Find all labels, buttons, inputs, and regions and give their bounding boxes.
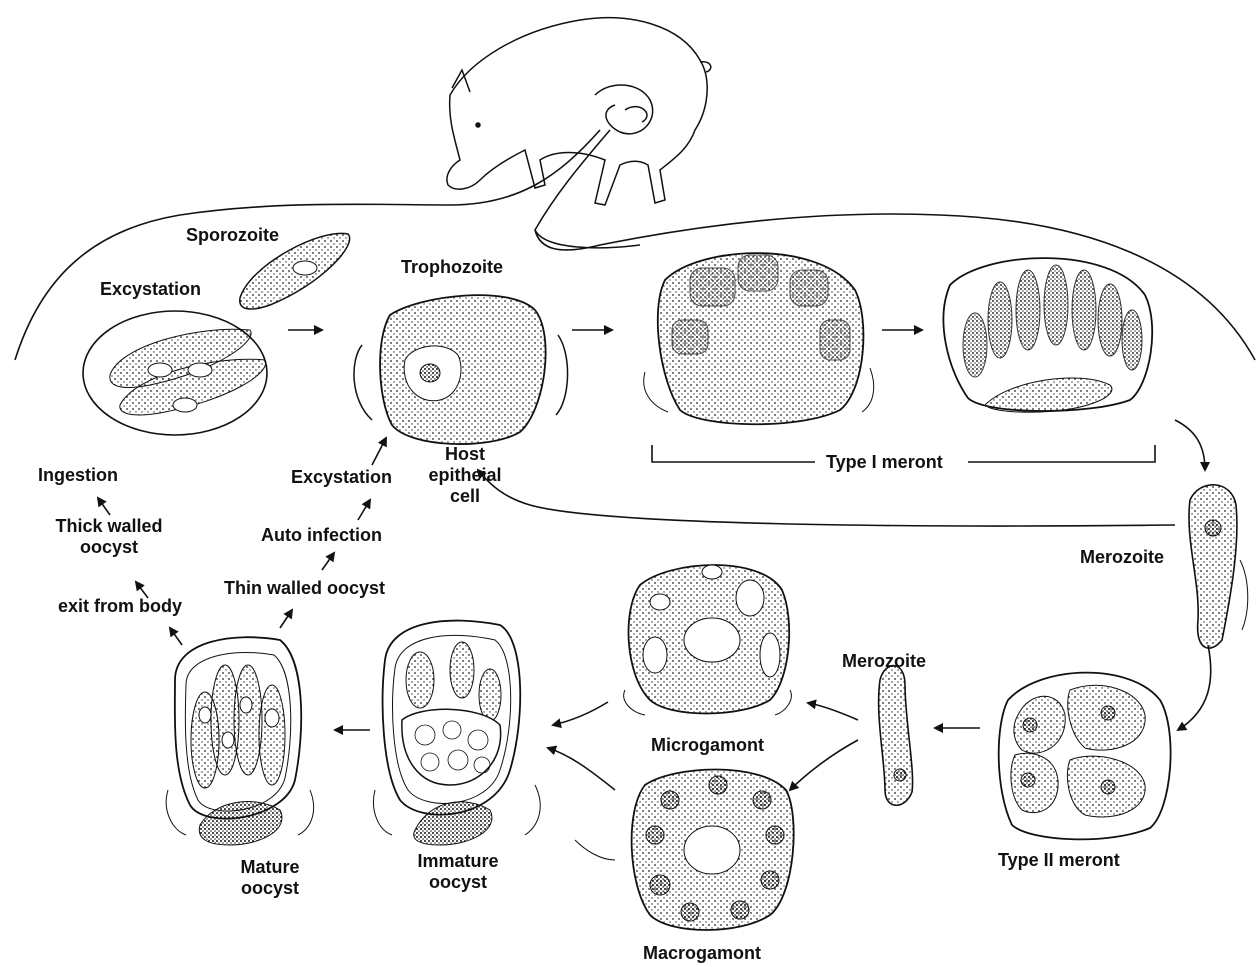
label-exit-from-body: exit from body: [58, 596, 182, 617]
label-merozoite-right: Merozoite: [1080, 547, 1164, 568]
mature-oocyst-illustration: [166, 637, 313, 845]
label-auto-infection: Auto infection: [261, 525, 382, 546]
arrow-merozoite-to-microgamont: [808, 703, 858, 720]
arrow-meront-to-merozoite: [1175, 420, 1205, 470]
merozoite-right-illustration: [1189, 485, 1248, 648]
arrow-microgamont-to-oocyst: [553, 702, 608, 725]
label-mature-oocyst: Mature oocyst: [220, 857, 320, 899]
label-sporozoite: Sporozoite: [186, 225, 279, 246]
type1-meront-early-illustration: [644, 253, 874, 424]
label-excystation-mid: Excystation: [291, 467, 392, 488]
trophozoite-illustration: [354, 295, 568, 444]
label-merozoite-mid: Merozoite: [842, 651, 926, 672]
immature-oocyst-illustration: [374, 621, 541, 845]
label-type1-meront: Type I meront: [820, 452, 949, 473]
label-type2-meront: Type II meront: [998, 850, 1120, 871]
type2-meront-illustration: [999, 673, 1171, 840]
arrow-merozoite-to-host-cell: [478, 470, 1175, 526]
arrow-mature-to-exit: [170, 628, 182, 645]
macrogamont-illustration: [575, 769, 794, 930]
merozoite-mid-illustration: [879, 666, 913, 806]
label-host-cell: Host epitheial cell: [410, 444, 520, 507]
microgamont-illustration: [624, 565, 792, 715]
label-thick-walled-oocyst: Thick walled oocyst: [46, 516, 172, 558]
arrow-thick-to-ingestion: [98, 498, 110, 515]
arrow-merozoite-to-type2: [1178, 645, 1211, 730]
label-immature-oocyst: Immature oocyst: [408, 851, 508, 893]
type1-meront-mature-illustration: [943, 258, 1152, 412]
arrow-auto-to-excystation: [358, 500, 370, 520]
label-macrogamont: Macrogamont: [643, 943, 761, 964]
label-thin-walled-oocyst: Thin walled oocyst: [224, 578, 385, 599]
arrow-thin-to-auto: [322, 553, 334, 570]
label-microgamont: Microgamont: [651, 735, 764, 756]
excystation-oocyst-illustration: [83, 311, 267, 435]
arrow-macrogamont-to-oocyst: [548, 748, 615, 790]
label-excystation-top: Excystation: [100, 279, 201, 300]
pig-icon: [447, 18, 711, 248]
arrow-excystation-to-trophozoite-up: [372, 438, 386, 465]
arrow-merozoite-to-macrogamont: [790, 740, 858, 790]
arrow-mature-to-thin: [280, 610, 292, 628]
label-trophozoite: Trophozoite: [401, 257, 503, 278]
label-ingestion: Ingestion: [38, 465, 118, 486]
